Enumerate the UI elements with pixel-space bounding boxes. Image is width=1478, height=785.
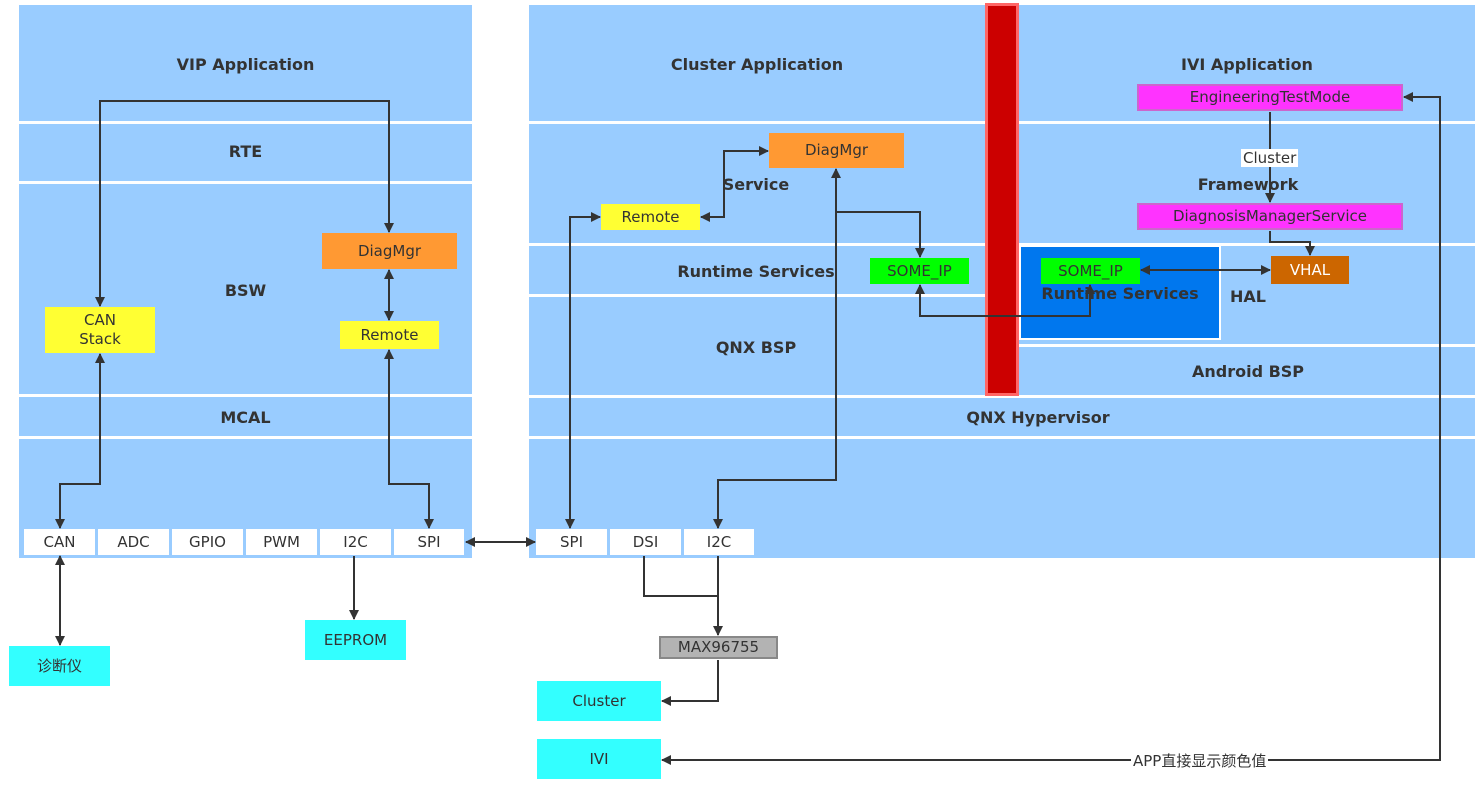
- eeprom-box: EEPROM: [305, 620, 406, 660]
- vip-port-i2c: I2C: [320, 529, 391, 555]
- vip-divider: [19, 436, 472, 439]
- wire-dsi-max: [643, 556, 718, 597]
- vip-bsw-label: BSW: [224, 281, 267, 300]
- edge-label-app-color: APP直接显示颜色值: [1131, 750, 1269, 771]
- diagnostic-tool-box: 诊断仪: [9, 646, 110, 686]
- cluster-diagmgr-box: DiagMgr: [769, 133, 904, 168]
- hypervisor-label: QNX Hypervisor: [966, 408, 1110, 427]
- vip-rte-label: RTE: [228, 142, 263, 161]
- ivi-someip-box: SOME_IP: [1041, 258, 1140, 284]
- cluster-service-label: Service: [722, 175, 790, 194]
- ivi-divider: [1019, 344, 1475, 347]
- ivi-vhal-box: VHAL: [1271, 256, 1349, 284]
- ivi-runtime-label: Runtime Services: [1041, 284, 1199, 303]
- vip-remote-box: Remote: [340, 321, 439, 349]
- vip-port-pwm: PWM: [246, 529, 317, 555]
- cluster-divider: [529, 294, 985, 297]
- ivi-hal-label: HAL: [1230, 287, 1266, 306]
- wire-max-cluster: [661, 660, 719, 706]
- vip-divider: [19, 121, 472, 124]
- cluster-runtime-label: Runtime Services: [677, 262, 835, 281]
- cluster-someip-box: SOME_IP: [870, 258, 969, 284]
- edge-label-cluster: Cluster: [1241, 149, 1299, 167]
- ivi-engineering-test-mode-box: EngineeringTestMode: [1137, 84, 1403, 111]
- soc-port-spi: SPI: [536, 529, 607, 555]
- ivi-bsp-label: Android BSP: [1191, 362, 1305, 381]
- vip-port-gpio: GPIO: [172, 529, 243, 555]
- vip-can-stack-box: CAN Stack: [45, 307, 155, 353]
- vip-divider: [19, 181, 472, 184]
- vip-divider: [19, 394, 472, 397]
- vip-diagmgr-box: DiagMgr: [322, 233, 457, 269]
- ivi-display-box: IVI: [537, 739, 661, 779]
- vip-port-adc: ADC: [98, 529, 169, 555]
- vip-application-label: VIP Application: [176, 55, 315, 74]
- ivi-divider: [1019, 121, 1475, 124]
- cluster-bsp-label: QNX BSP: [715, 338, 797, 357]
- soc-port-i2c: I2C: [684, 529, 754, 555]
- soc-port-dsi: DSI: [610, 529, 681, 555]
- cluster-remote-box: Remote: [601, 204, 700, 230]
- vip-port-spi: SPI: [394, 529, 464, 555]
- ivi-framework-label: Framework: [1197, 175, 1299, 194]
- vip-port-can: CAN: [24, 529, 95, 555]
- cluster-divider: [529, 243, 985, 246]
- cluster-application-label: Cluster Application: [670, 55, 844, 74]
- ivi-application-label: IVI Application: [1181, 55, 1313, 74]
- soc-divider: [529, 436, 1475, 439]
- max96755-box: MAX96755: [659, 636, 778, 659]
- cluster-display-box: Cluster: [537, 681, 661, 721]
- cluster-divider: [529, 121, 985, 124]
- vip-mcal-label: MCAL: [220, 408, 271, 427]
- hypervisor-partition-bar: [985, 3, 1019, 396]
- ivi-diagnosis-manager-service-box: DiagnosisManagerService: [1137, 203, 1403, 230]
